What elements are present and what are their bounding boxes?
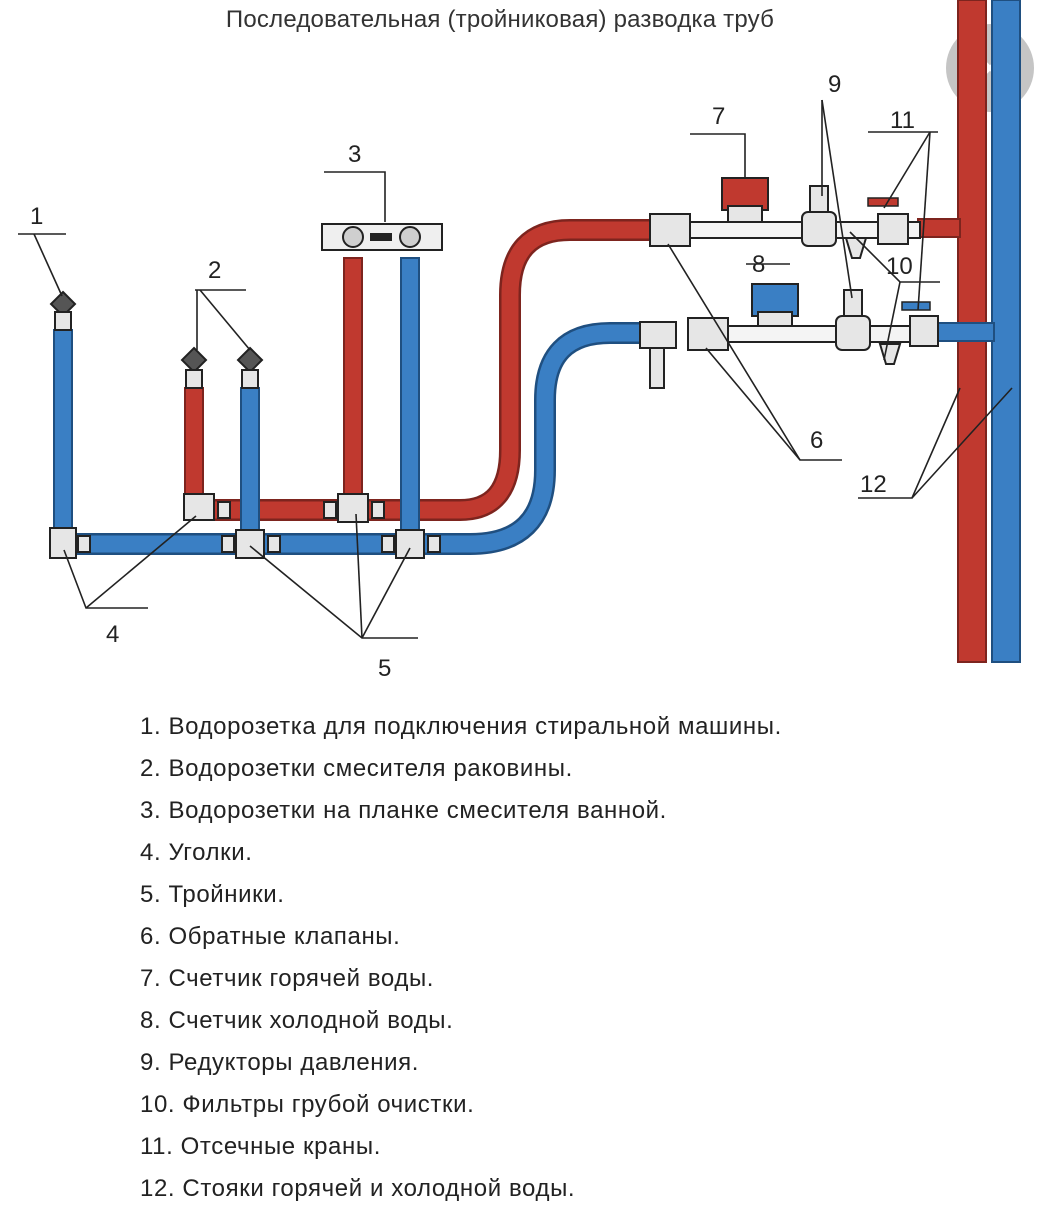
label-6: 6 <box>810 427 823 454</box>
label-5: 5 <box>378 655 391 682</box>
sink-hot-outlet <box>180 346 208 389</box>
legend-item: 9. Редукторы давления. <box>140 1049 419 1076</box>
legend-item: 6. Обратные клапаны. <box>140 923 401 950</box>
label-10: 10 <box>886 253 913 280</box>
elbow-washer <box>49 527 77 559</box>
label-8: 8 <box>752 251 765 278</box>
sink-hot-pipe <box>184 387 204 507</box>
hot-reducer <box>801 211 837 247</box>
cold-main-pipe <box>62 324 640 553</box>
cold-filter <box>878 343 902 365</box>
washer-cold-pipe <box>53 329 73 537</box>
legend-item: 2. Водорозетки смесителя раковины. <box>140 755 573 782</box>
cold-shutoff-valve <box>909 315 939 347</box>
bath-hot-pipe <box>343 257 363 509</box>
hot-main-pipe <box>200 221 650 519</box>
label-4: 4 <box>106 621 119 648</box>
label-12: 12 <box>860 471 887 498</box>
legend-item: 7. Счетчик горячей воды. <box>140 965 435 992</box>
hot-line-assembly <box>649 177 921 259</box>
sink-cold-pipe <box>240 387 260 539</box>
diagram-title: Последовательная (тройниковая) разводка … <box>225 6 775 33</box>
label-3: 3 <box>348 141 361 168</box>
callout-lines <box>18 99 1013 639</box>
tee-bath-cold <box>395 529 425 559</box>
label-1: 1 <box>30 203 43 230</box>
legend-item: 12. Стояки горячей и холодной воды. <box>140 1175 576 1202</box>
legend-item: 4. Уголки. <box>140 839 253 866</box>
legend-item: 3. Водорозетки на планке смесителя ванно… <box>140 797 667 824</box>
hot-main-pipe-outline <box>200 219 650 521</box>
hot-check-valve <box>649 213 691 247</box>
piping-diagram: 1 2 3 4 5 6 7 8 9 10 11 12 <box>18 0 1021 682</box>
cold-riser <box>991 0 1021 663</box>
elbow-sink-hot <box>183 493 215 521</box>
tee-bath-hot <box>337 493 369 523</box>
legend-item: 8. Счетчик холодной воды. <box>140 1007 454 1034</box>
cold-meter <box>751 283 799 317</box>
legend-item: 1. Водорозетка для подключения стирально… <box>140 713 782 740</box>
legend-item: 5. Тройники. <box>140 881 285 908</box>
cold-branch <box>929 322 995 342</box>
sink-cold-outlet <box>236 346 264 389</box>
fittings <box>49 493 441 559</box>
bath-cold-pipe <box>400 257 420 543</box>
label-7: 7 <box>712 103 725 130</box>
label-9: 9 <box>828 71 841 98</box>
cold-reducer <box>835 315 871 351</box>
cold-line-assembly <box>639 283 939 389</box>
cold-check-valve <box>687 317 729 351</box>
hot-shutoff-valve <box>877 213 909 245</box>
legend-item: 11. Отсечные краны. <box>140 1133 381 1160</box>
bath-mixer-bar <box>321 223 443 251</box>
legend-list: 1. Водорозетка для подключения стирально… <box>140 706 1020 1210</box>
label-11: 11 <box>890 107 915 134</box>
legend-item: 10. Фильтры грубой очистки. <box>140 1091 475 1118</box>
label-2: 2 <box>208 257 221 284</box>
hot-filter <box>844 237 868 259</box>
washer-outlet <box>49 290 77 331</box>
